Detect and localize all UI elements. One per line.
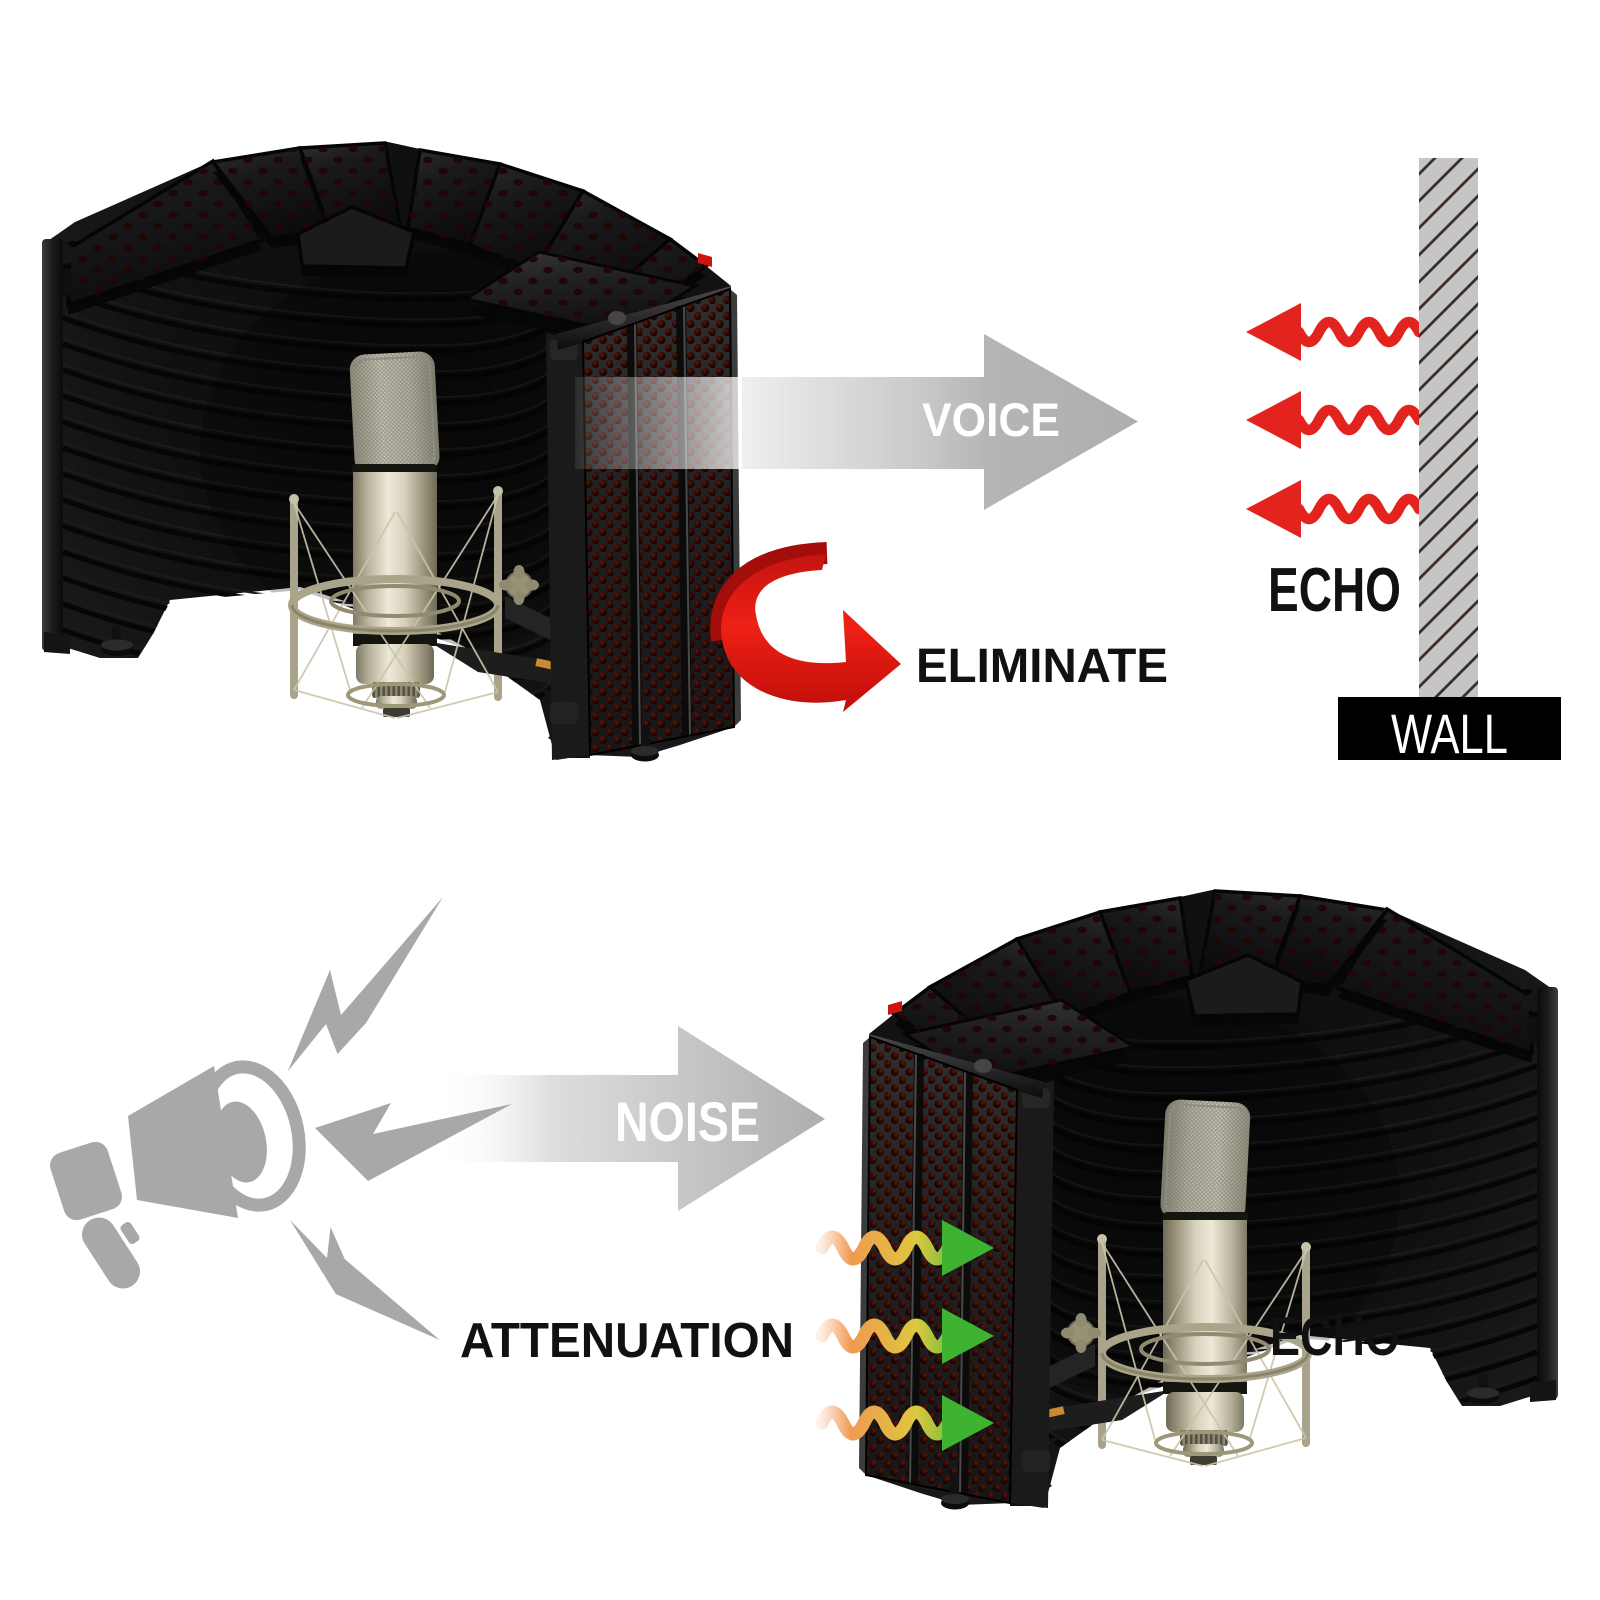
- svg-text:NOISE: NOISE: [615, 1090, 760, 1153]
- svg-text:ECHO: ECHO: [1270, 1305, 1400, 1367]
- svg-text:WALL: WALL: [1391, 702, 1508, 765]
- svg-text:ECHO: ECHO: [1268, 556, 1401, 625]
- svg-text:VOICE: VOICE: [922, 393, 1060, 446]
- svg-text:ATTENUATION: ATTENUATION: [460, 1314, 794, 1368]
- svg-text:ELIMINATE: ELIMINATE: [916, 640, 1168, 693]
